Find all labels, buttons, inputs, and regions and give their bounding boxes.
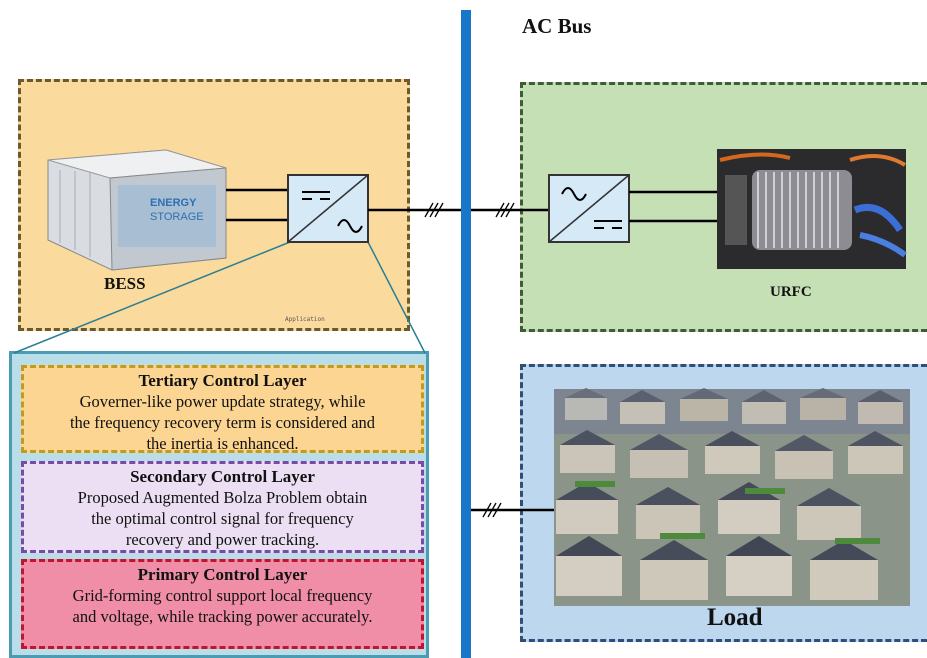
storage-text: STORAGE (150, 211, 204, 223)
dc-ac-converter-icon (287, 174, 369, 243)
control-layers-panel: Tertiary Control Layer Governer-like pow… (9, 351, 429, 658)
ac-bus (461, 10, 471, 658)
secondary-line-3: recovery and power tracking. (125, 530, 320, 549)
primary-line-2: and voltage, while tracking power accura… (72, 607, 373, 626)
tertiary-control-layer: Tertiary Control Layer Governer-like pow… (21, 365, 424, 453)
ac-bus-label: AC Bus (522, 14, 592, 38)
primary-control-layer: Primary Control Layer Grid-forming contr… (21, 559, 424, 649)
secondary-line-1: Proposed Augmented Bolza Problem obtain (77, 488, 368, 507)
energy-text: ENERGY (150, 197, 197, 209)
houses-photo (554, 388, 910, 606)
zoom-line-left (13, 241, 291, 354)
tertiary-line-2: the frequency recovery term is considere… (69, 413, 376, 432)
ac-dc-converter-icon (548, 174, 630, 243)
bess-label: BESS (104, 274, 146, 293)
secondary-line-2: the optimal control signal for frequency (91, 509, 354, 528)
battery-container-icon (47, 149, 227, 271)
urfc-label: URFC (770, 284, 812, 300)
tertiary-title: Tertiary Control Layer (138, 371, 307, 390)
primary-line-1: Grid-forming control support local frequ… (72, 586, 373, 605)
secondary-control-layer: Secondary Control Layer Proposed Augment… (21, 461, 424, 553)
zoom-line-right (367, 241, 426, 354)
primary-title: Primary Control Layer (137, 565, 308, 584)
application-note: Application (285, 316, 325, 323)
secondary-title: Secondary Control Layer (130, 467, 315, 486)
load-label: Load (707, 604, 763, 631)
tertiary-line-3: the inertia is enhanced. (146, 434, 299, 453)
fuel-cell-icon (717, 149, 907, 269)
tertiary-line-1: Governer-like power update strategy, whi… (79, 392, 366, 411)
